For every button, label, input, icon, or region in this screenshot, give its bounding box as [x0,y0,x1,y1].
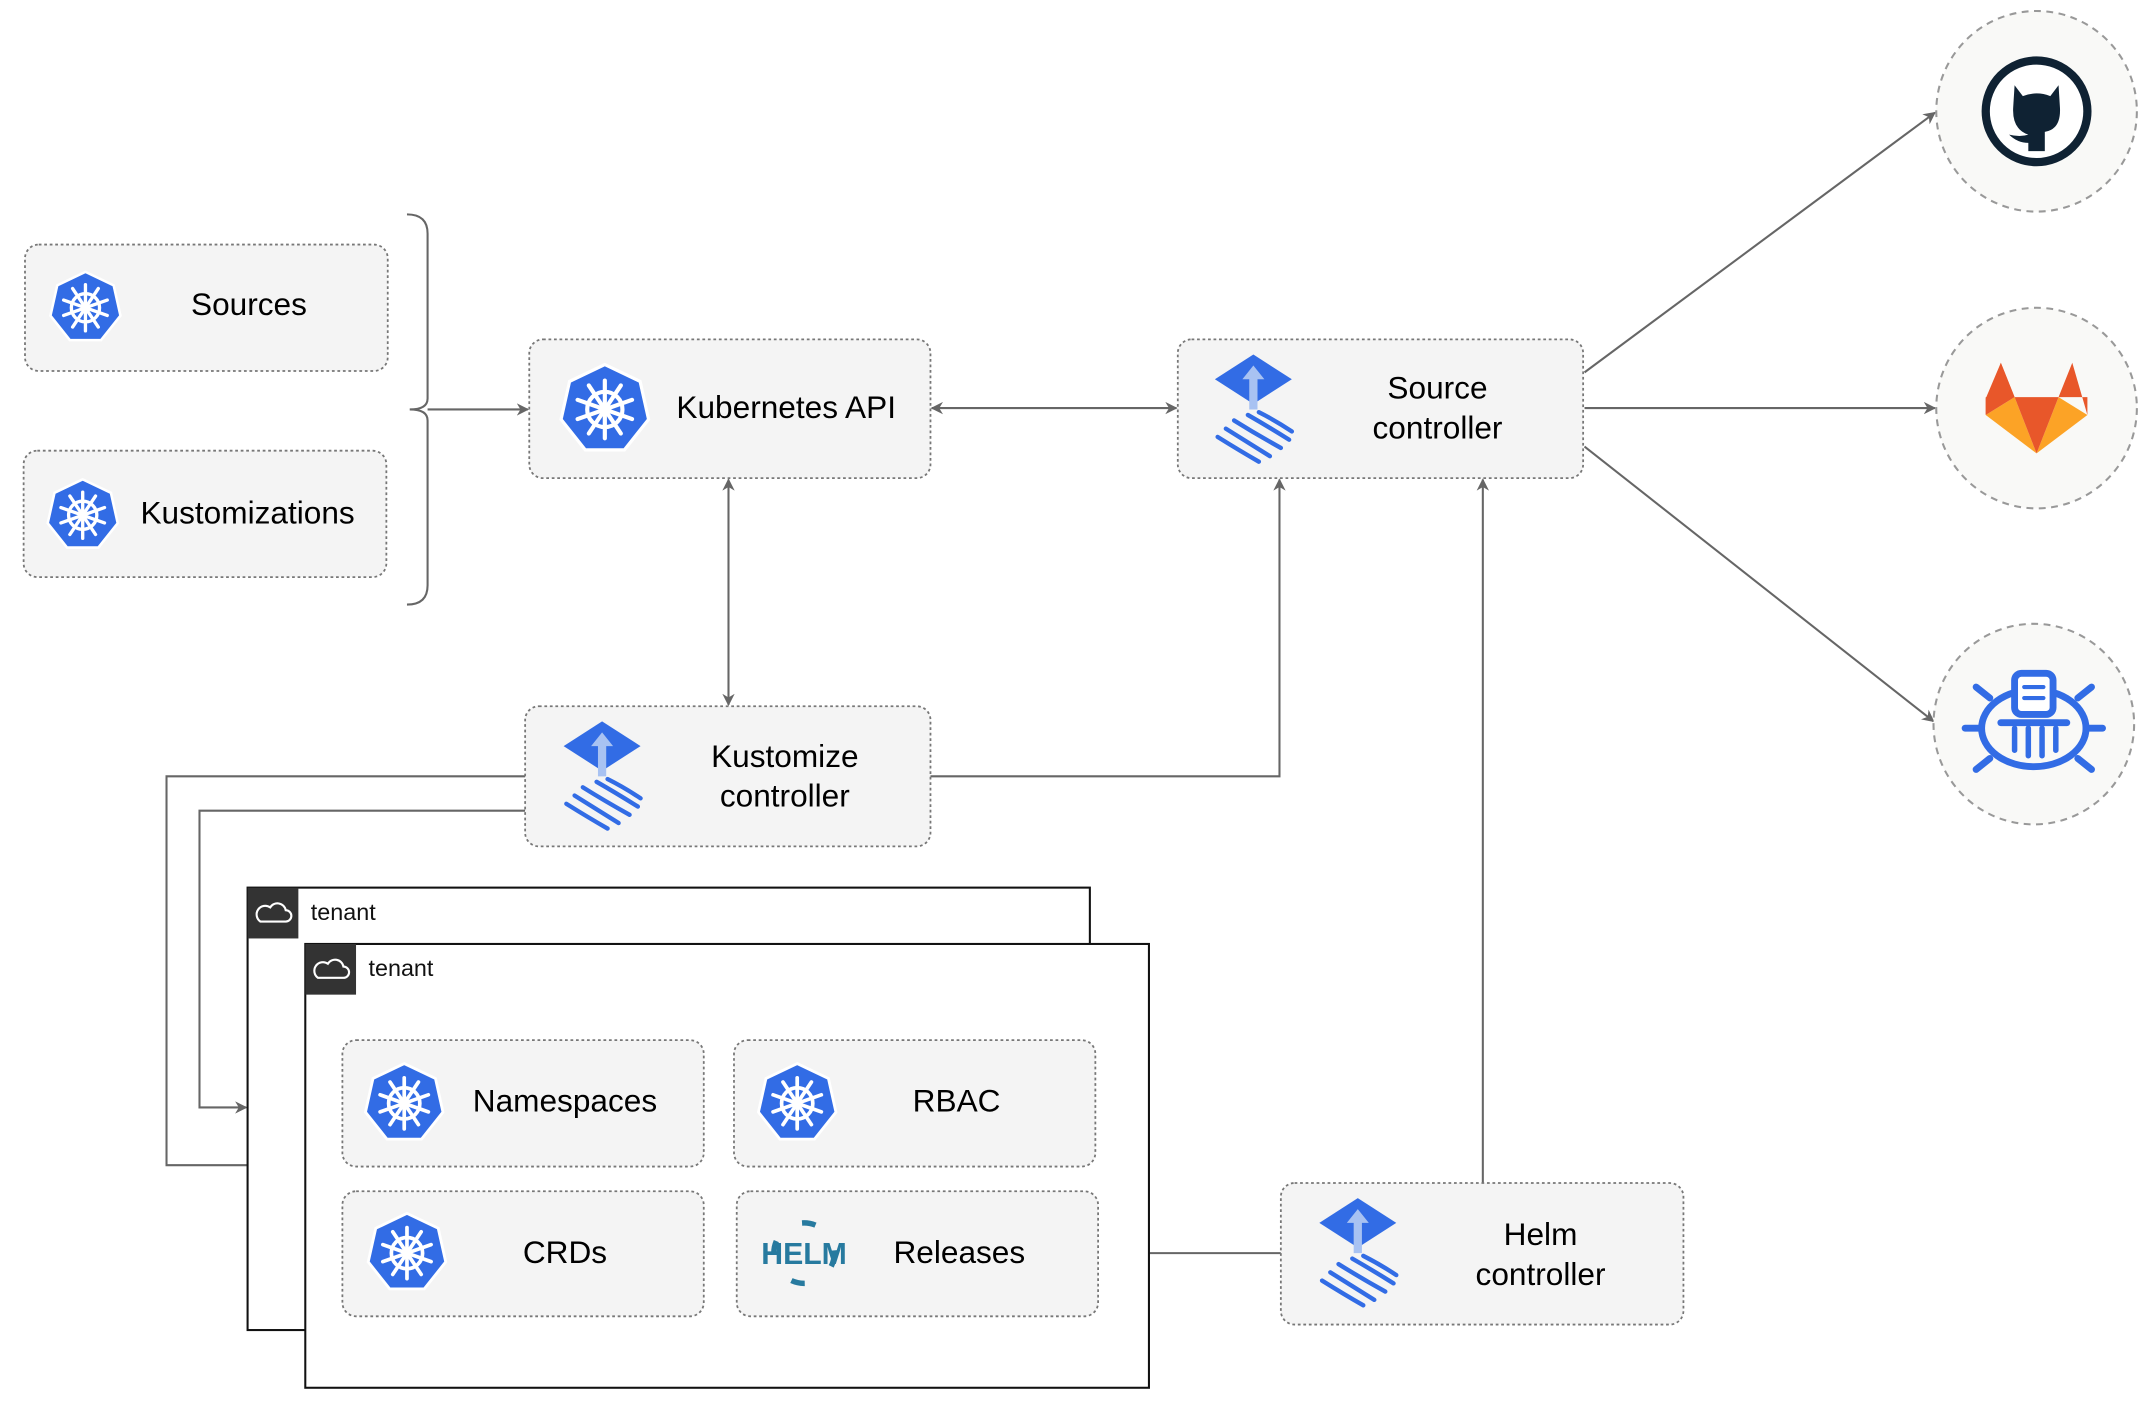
node-label: RBAC [913,1083,1001,1119]
node-label: Releases [893,1234,1025,1270]
tenant-label: tenant [311,899,376,925]
node-label: Kustomize [711,738,858,774]
node-releases[interactable]: HELM Releases [735,1190,1099,1318]
node-label: Source [1387,370,1487,406]
cloud-icon [305,943,357,995]
node-label: Sources [191,286,307,322]
edge-source-to-bucket [1583,445,1935,723]
gitlab-icon [1985,362,2088,454]
node-label: Namespaces [473,1083,657,1119]
helm-icon: HELM [761,1220,847,1287]
node-label: Helm [1504,1216,1578,1252]
external-bucket[interactable] [1932,622,2136,826]
external-github[interactable] [1935,9,2138,213]
node-kustomize-controller[interactable]: Kustomize controller [524,705,932,848]
node-label: controller [720,778,850,814]
edge-source-to-github [1583,111,1936,374]
github-icon [1981,56,2092,167]
node-sources[interactable]: Sources [24,243,389,372]
node-crds[interactable]: CRDs [341,1190,705,1318]
node-label: CRDs [523,1234,607,1270]
node-rbac[interactable]: RBAC [733,1039,1097,1168]
external-gitlab[interactable] [1935,306,2138,510]
node-source-controller[interactable]: Source controller [1176,338,1585,480]
node-kubernetes-api[interactable]: Kubernetes API [528,338,932,480]
bucket-icon [1961,669,2106,773]
node-label: controller [1373,409,1503,445]
node-namespaces[interactable]: Namespaces [341,1039,705,1168]
node-helm-controller[interactable]: Helm controller [1279,1182,1685,1326]
node-label: Kustomizations [140,495,354,531]
edge-kustomize-to-tenant-front [165,775,526,1172]
cloud-icon [247,887,299,939]
node-label: Kubernetes API [676,389,896,425]
edge-kustomize-to-source [930,478,1286,778]
grouping-bracket [406,213,429,606]
tenant-label: tenant [369,955,434,981]
edge-kustomize-to-tenant-back [198,809,526,1114]
node-label: controller [1476,1256,1606,1292]
svg-text:HELM: HELM [761,1238,847,1271]
node-kustomizations[interactable]: Kustomizations [22,449,388,578]
